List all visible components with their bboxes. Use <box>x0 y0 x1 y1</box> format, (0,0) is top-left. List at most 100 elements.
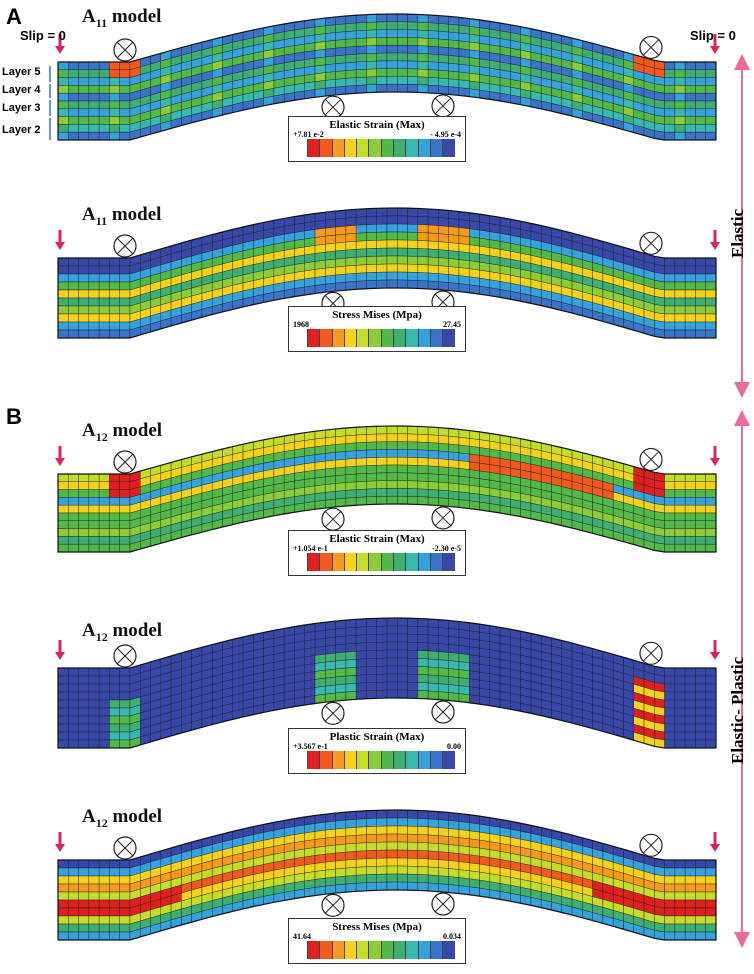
mesh-element <box>407 496 419 505</box>
mesh-element <box>119 739 131 749</box>
mesh-element <box>664 289 676 299</box>
mesh-element <box>397 255 408 265</box>
mesh-element <box>417 658 429 668</box>
mesh-element <box>386 464 398 474</box>
mesh-element <box>407 271 419 281</box>
mesh-element <box>78 683 90 693</box>
mesh-element <box>78 923 90 933</box>
mesh-element <box>98 859 110 869</box>
mesh-element <box>469 228 480 239</box>
mesh-element <box>335 659 347 670</box>
mesh-element <box>684 77 696 86</box>
mesh-element <box>119 124 131 133</box>
mesh-element <box>109 481 120 490</box>
mesh-element <box>417 248 429 258</box>
mesh-element <box>314 629 326 640</box>
legend-elastic-strain-a12: Elastic Strain (Max) +1.054 e-1 -2.30 e-… <box>288 530 466 576</box>
mesh-element <box>78 528 90 537</box>
mesh-element <box>355 473 367 483</box>
mesh-element <box>314 275 326 286</box>
mesh-element <box>57 859 69 869</box>
mesh-element <box>376 68 388 77</box>
mesh-element <box>674 108 686 117</box>
mesh-element <box>684 544 696 553</box>
mesh-element <box>674 675 686 685</box>
mesh-element <box>664 281 676 291</box>
mesh-element <box>469 830 480 841</box>
mesh-element <box>366 826 377 835</box>
mesh-element <box>376 433 388 443</box>
mesh-element <box>325 258 336 269</box>
mesh-element <box>355 37 367 47</box>
mesh-element <box>695 289 706 299</box>
slip-arrow-head <box>55 46 65 54</box>
mesh-element <box>386 633 398 643</box>
mesh-element <box>376 657 388 667</box>
mesh-element <box>355 666 367 676</box>
mesh-element <box>386 665 398 675</box>
mesh-element <box>78 481 90 490</box>
mesh-element <box>119 100 131 110</box>
mesh-element <box>397 76 408 85</box>
mesh-element <box>335 867 347 878</box>
mesh-element <box>458 861 470 871</box>
mesh-element <box>98 77 110 86</box>
mesh-element <box>427 240 439 250</box>
mesh-element <box>417 874 429 884</box>
mesh-element <box>335 249 347 260</box>
mesh-element <box>695 512 706 521</box>
mesh-element <box>345 241 357 251</box>
mesh-element <box>417 850 429 860</box>
mesh-element <box>88 92 100 102</box>
mesh-element <box>458 829 470 839</box>
mesh-element <box>407 480 419 490</box>
mesh-element <box>386 76 398 85</box>
mesh-element <box>427 842 439 852</box>
mesh-element <box>355 481 367 490</box>
mesh-element <box>68 875 79 885</box>
mesh-element <box>335 683 347 694</box>
mesh-element <box>664 899 676 909</box>
colorbar-swatch <box>405 139 418 157</box>
mesh-element <box>98 92 110 102</box>
mesh-element <box>448 490 460 500</box>
colorbar-swatch <box>307 553 320 571</box>
mesh-element <box>57 867 69 877</box>
support-cross <box>643 39 659 56</box>
mesh-element <box>314 64 326 75</box>
mesh-element <box>376 881 388 891</box>
mesh-element <box>695 739 706 749</box>
mesh-element <box>376 223 388 233</box>
mesh-element <box>68 108 79 117</box>
mesh-element <box>448 234 460 244</box>
mesh-element <box>57 481 69 490</box>
mesh-element <box>684 92 696 102</box>
mesh-element <box>88 544 100 553</box>
mesh-element <box>376 60 388 70</box>
mesh-element <box>376 76 388 85</box>
mesh-element <box>366 465 377 474</box>
mesh-element <box>448 451 460 461</box>
mesh-element <box>417 826 429 836</box>
mesh-element <box>345 883 357 893</box>
mesh-element <box>695 907 706 917</box>
mesh-element <box>695 329 706 339</box>
mesh-element <box>366 618 377 627</box>
mesh-element <box>88 321 100 331</box>
mesh-element <box>448 242 460 252</box>
mesh-element <box>345 233 357 243</box>
mesh-element <box>695 691 706 701</box>
mesh-element <box>695 707 706 717</box>
mesh-element <box>438 827 449 837</box>
mesh-element <box>438 241 449 251</box>
mesh-element <box>88 481 100 490</box>
mesh-element <box>88 124 100 133</box>
mesh-element <box>469 670 480 681</box>
mesh-element <box>458 483 470 494</box>
legend-min: - 4.95 e-4 <box>430 130 461 139</box>
mesh-element <box>88 520 100 529</box>
mesh-element <box>438 474 449 484</box>
mesh-element <box>78 116 90 125</box>
mesh-element <box>407 29 419 39</box>
mesh-element <box>355 850 367 860</box>
